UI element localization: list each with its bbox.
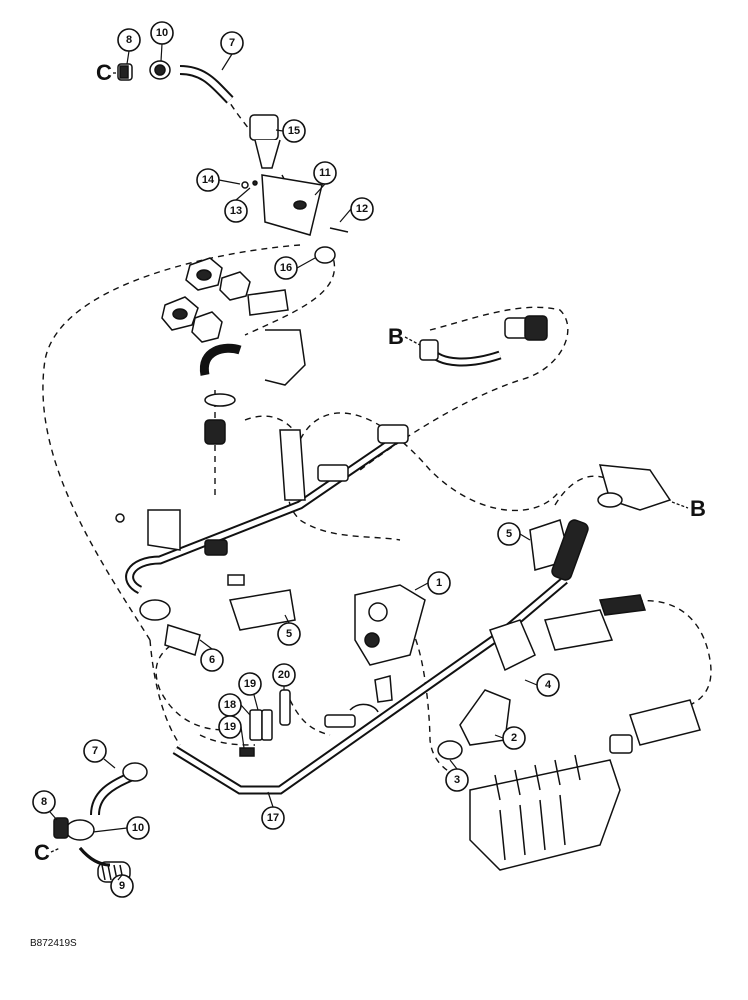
callout-8-lower: 8 [41, 796, 47, 808]
callout-13: 13 [230, 205, 242, 217]
callout-balloons [32, 21, 560, 898]
callout-3: 3 [454, 774, 460, 786]
callout-8: 8 [126, 34, 132, 46]
callout-2: 2 [511, 732, 517, 744]
callout-16: 16 [280, 262, 292, 274]
connector-c-upper: C [96, 60, 112, 85]
component-shapes [53, 60, 701, 883]
connector-c-lower: C [34, 840, 50, 865]
directional-arrow [78, 847, 111, 867]
dashed-routing-lines [42, 94, 712, 776]
callout-6: 6 [209, 654, 215, 666]
callout-4: 4 [545, 679, 552, 691]
callout-1: 1 [436, 577, 442, 589]
callout-15: 15 [288, 125, 300, 137]
hydraulic-tubes [90, 65, 568, 816]
callout-12: 12 [356, 203, 368, 215]
leader-lines [49, 43, 538, 881]
callout-5-upper: 5 [506, 528, 512, 540]
callout-7-lower: 7 [92, 745, 98, 757]
figure-code: B872419S [30, 938, 77, 949]
callout-numbers: 8 10 7 15 14 11 13 12 16 1 5 5 6 4 2 3 1… [41, 27, 552, 892]
callout-9: 9 [119, 880, 125, 892]
callout-11: 11 [319, 167, 331, 179]
connector-b-right: B [690, 496, 706, 521]
callout-14: 14 [202, 174, 215, 186]
callout-18: 18 [224, 699, 236, 711]
callout-19-upper: 19 [244, 678, 256, 690]
callout-17: 17 [267, 812, 279, 824]
callout-10-lower: 10 [132, 822, 144, 834]
callout-5-lower: 5 [286, 628, 292, 640]
callout-7: 7 [229, 37, 235, 49]
connector-letters: C B B C [34, 60, 706, 865]
connector-b-left: B [388, 324, 404, 349]
callout-10: 10 [156, 27, 168, 39]
callout-19-lower: 19 [224, 721, 236, 733]
callout-20: 20 [278, 669, 290, 681]
